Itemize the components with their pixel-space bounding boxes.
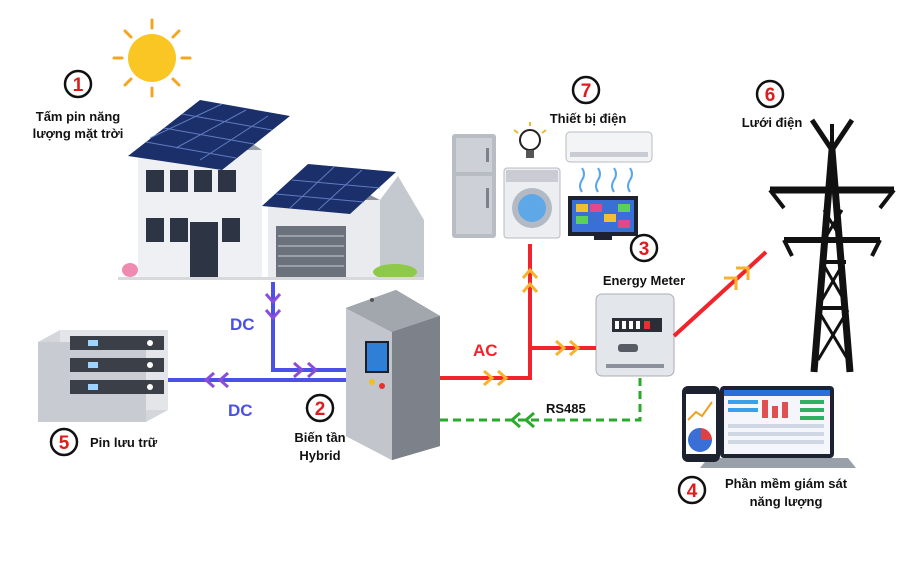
number-solar: 1 [73,75,84,96]
monitoring-software-icon [682,386,856,468]
component-appliances: 7 Thiết bị điện [550,75,627,126]
number-appliances: 7 [581,81,592,102]
sun-icon [112,18,192,98]
component-solar: 1 Tấm pin năng lượng mặt trời [33,69,124,141]
label-software-1: Phần mềm giám sát [725,476,848,491]
label-solar-1: Tấm pin năng [36,109,121,124]
label-solar-2: lượng mặt trời [33,126,124,141]
number-badge [629,233,659,263]
component-meter: 3 Energy Meter [603,233,685,288]
number-badge [755,79,785,109]
dc-solar-line [264,282,346,379]
rs485-line [440,378,642,429]
number-inverter: 2 [315,399,326,420]
number-badge [63,69,93,99]
number-badge [305,393,335,423]
rs485-label: RS485 [546,401,586,416]
component-inverter: 2 Biến tần Hybrid [294,393,346,463]
component-battery: 5 Pin lưu trữ [49,427,158,457]
number-grid: 6 [765,85,776,106]
power-tower-icon [768,118,896,373]
number-battery: 5 [59,433,70,454]
component-grid: 6 Lưới điện [742,79,803,130]
label-inverter-1: Biến tần [294,430,345,445]
battery-storage-icon [38,330,168,422]
appliances-icon [452,122,653,240]
component-software: 4 Phần mềm giám sát năng lượng [677,475,848,509]
dc-solar-label: DC [230,315,255,334]
ac-label: AC [473,341,498,360]
house-with-solar-panels-icon [118,100,424,280]
label-appliances: Thiết bị điện [550,111,627,126]
label-inverter-2: Hybrid [299,448,340,463]
label-battery: Pin lưu trữ [90,435,158,450]
dc-battery-label: DC [228,401,253,420]
energy-meter-icon [595,293,675,377]
number-badge [49,427,79,457]
number-meter: 3 [639,239,650,260]
ac-line [440,244,768,387]
dc-battery-line [168,371,346,389]
hybrid-inverter-icon [346,290,440,460]
label-grid: Lưới điện [742,115,803,130]
number-badge [677,475,707,505]
label-software-2: năng lượng [750,494,823,509]
number-software: 4 [687,481,698,502]
label-meter: Energy Meter [603,273,685,288]
number-badge [571,75,601,105]
